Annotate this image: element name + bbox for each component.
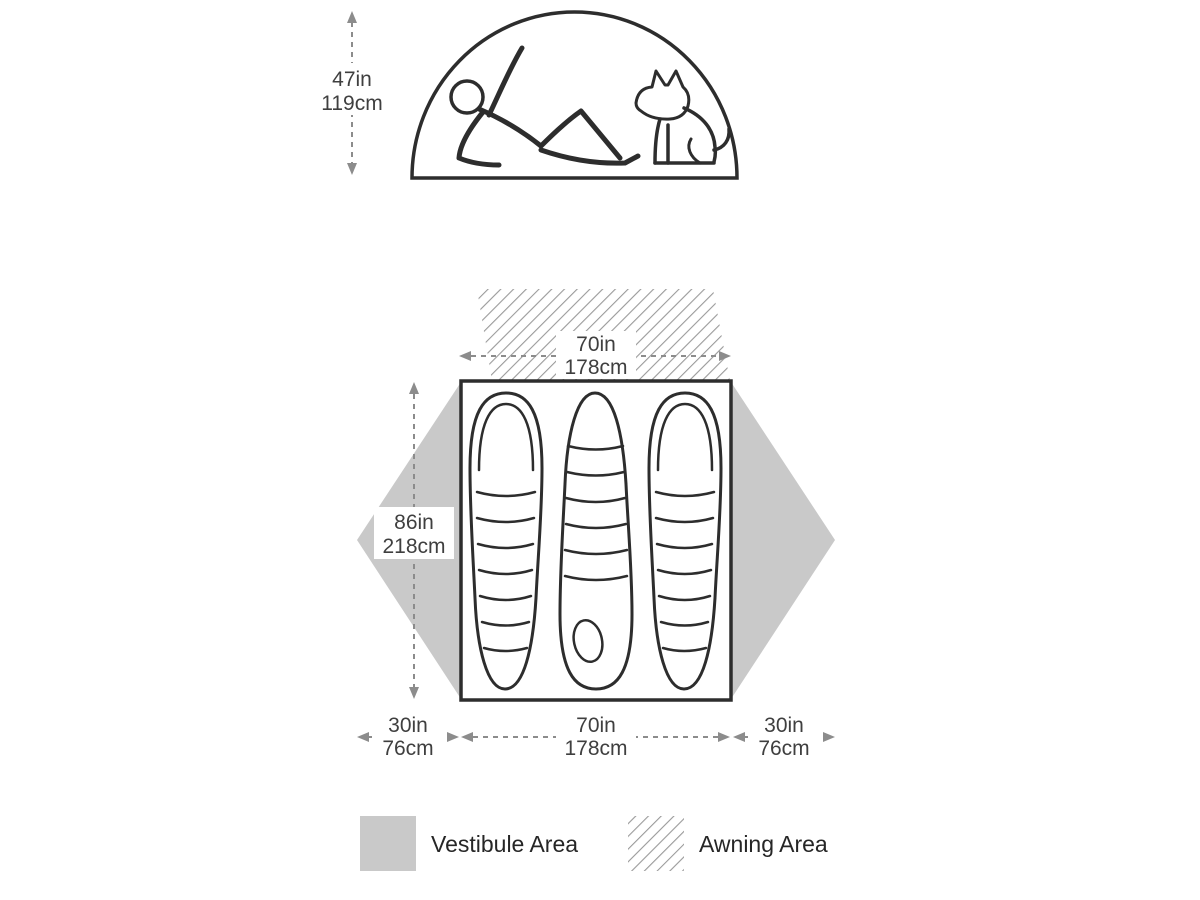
arrow-down-icon	[347, 163, 357, 175]
person-raised-arm	[486, 45, 525, 118]
arrow-down-icon	[409, 687, 419, 699]
sleeping-bag-hood	[656, 402, 714, 472]
floor-width-centimeters-label: 178cm	[564, 737, 627, 760]
awning-width-text-mask	[556, 331, 636, 379]
sleeping-bag-outline	[558, 391, 634, 691]
right-vestibule-inches-label: 30in	[764, 714, 804, 737]
left-vestibule-inches-label: 30in	[388, 714, 428, 737]
legend-awning-label: Awning Area	[699, 831, 828, 857]
awning-width-inches-label: 70in	[576, 333, 616, 356]
legend-vestibule-swatch	[360, 816, 416, 871]
tent-floor-outline	[459, 379, 733, 702]
left-vestibule-text-mask	[372, 713, 444, 761]
sleeping-bag-baffles	[475, 490, 537, 653]
floor-length-text-mask	[374, 507, 454, 559]
right-vestibule-dimension: 30in 76cm	[733, 713, 835, 761]
floor-width-dimension: 70in 178cm	[461, 713, 730, 761]
person-support-arm	[456, 109, 502, 168]
height-dimension: 47in 119cm	[314, 11, 391, 175]
sleeping-bag-left	[468, 391, 544, 691]
right-vestibule-text-mask	[748, 713, 820, 761]
floor-width-text-mask	[556, 713, 636, 761]
sleeping-bag-baffles	[563, 444, 629, 582]
floor-length-centimeters-label: 218cm	[382, 535, 445, 558]
arrow-left-icon	[733, 732, 745, 742]
arrow-left-icon	[357, 732, 369, 742]
arrow-left-icon	[459, 351, 471, 361]
arrow-up-icon	[409, 382, 419, 394]
dog-figure	[634, 69, 731, 165]
right-vestibule-centimeters-label: 76cm	[758, 737, 809, 760]
tent-dome-outline	[410, 10, 739, 180]
dog-chest	[653, 117, 662, 165]
floor-length-dimension: 86in 218cm	[374, 382, 454, 699]
legend-vestibule-label: Vestibule Area	[431, 831, 578, 857]
sleeping-bag-baffles	[654, 490, 716, 653]
person-extended-leg	[538, 147, 641, 166]
person-figure	[449, 45, 641, 168]
arrow-up-icon	[347, 11, 357, 23]
sleeping-bag-hood	[572, 619, 604, 663]
arrow-right-icon	[447, 732, 459, 742]
arrow-right-icon	[719, 351, 731, 361]
height-inches-label: 47in	[332, 68, 372, 91]
person-head	[449, 79, 485, 115]
left-vestibule-centimeters-label: 76cm	[382, 737, 433, 760]
person-bent-leg	[538, 108, 623, 161]
arrow-right-icon	[718, 732, 730, 742]
height-centimeters-label: 119cm	[321, 92, 382, 115]
floor-plan: 70in 178cm 86in 218cm 30in 76cm	[357, 289, 835, 761]
person-torso	[476, 106, 544, 149]
left-vestibule-dimension: 30in 76cm	[357, 713, 459, 761]
sleeping-bag-hood	[477, 402, 535, 472]
sleeping-bag-outline	[647, 391, 723, 691]
awning-width-dimension: 70in 178cm	[459, 331, 731, 379]
awning-width-centimeters-label: 178cm	[564, 356, 627, 379]
arrow-right-icon	[823, 732, 835, 742]
legend-awning-swatch	[628, 816, 684, 871]
side-view: 47in 119cm	[314, 10, 739, 180]
sleeping-bag-outline	[468, 391, 544, 691]
dog-haunch	[687, 137, 702, 165]
sleeping-bag-middle	[558, 391, 634, 691]
height-dimension-text-mask	[314, 63, 391, 115]
floor-length-inches-label: 86in	[394, 511, 434, 534]
floor-width-inches-label: 70in	[576, 714, 616, 737]
sleeping-bag-right	[647, 391, 723, 691]
dog-head	[634, 69, 691, 121]
arrow-left-icon	[461, 732, 473, 742]
legend: Vestibule Area Awning Area	[360, 816, 828, 871]
right-vestibule-shape	[731, 382, 835, 699]
dog-tail	[712, 127, 731, 152]
dog-back	[682, 106, 718, 164]
